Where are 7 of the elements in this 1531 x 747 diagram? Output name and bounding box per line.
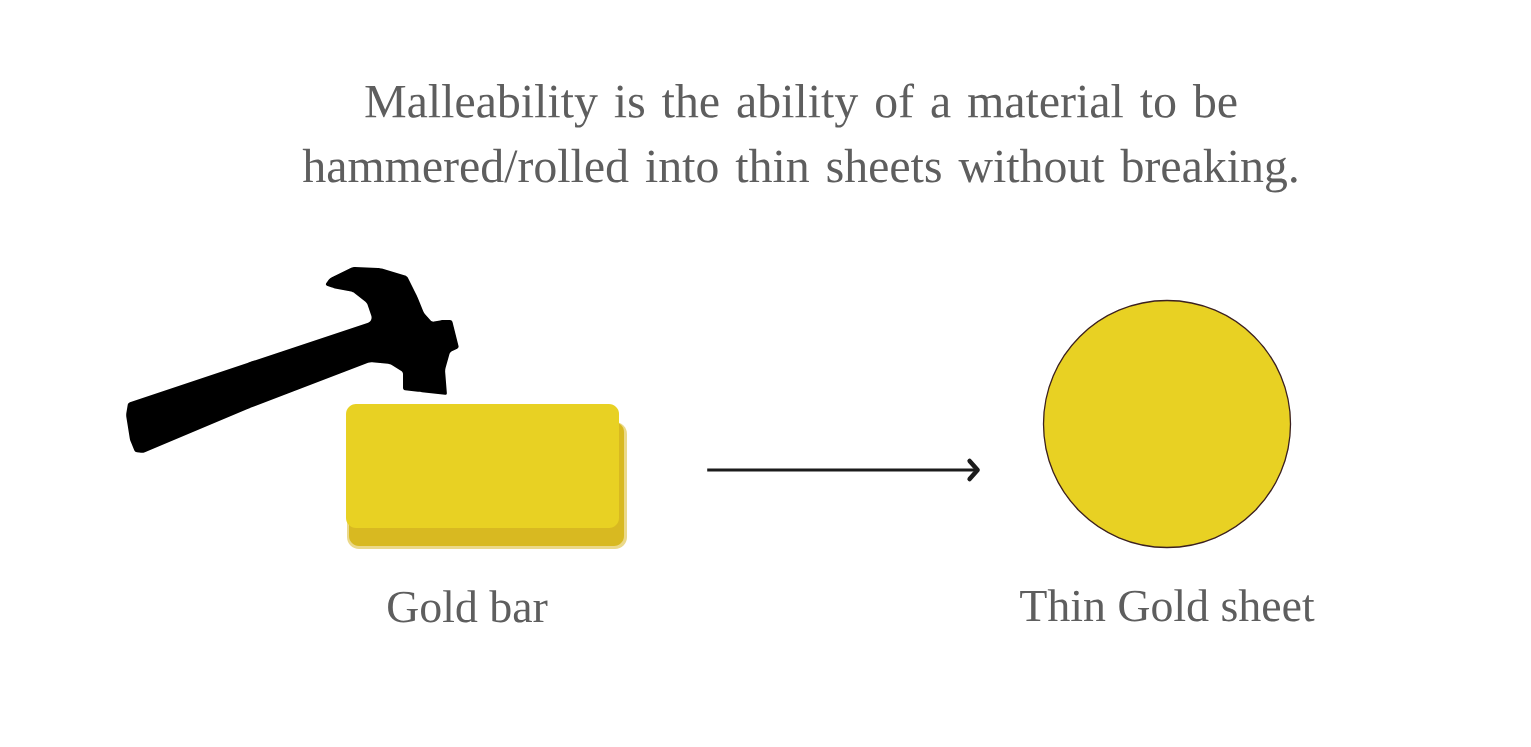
- arrow: [707, 458, 980, 482]
- title: Malleability is the ability of a material to be hammered/rolled into thin sheets without breaking.: [302, 83, 1297, 193]
- metal-bar: [346, 404, 627, 549]
- metal-disc: [1042, 299, 1292, 549]
- node-label: Gold bar: [388, 590, 548, 623]
- node-label: Thin Gold sheet: [1020, 589, 1315, 622]
- hammer-silhouette: [126, 267, 459, 453]
